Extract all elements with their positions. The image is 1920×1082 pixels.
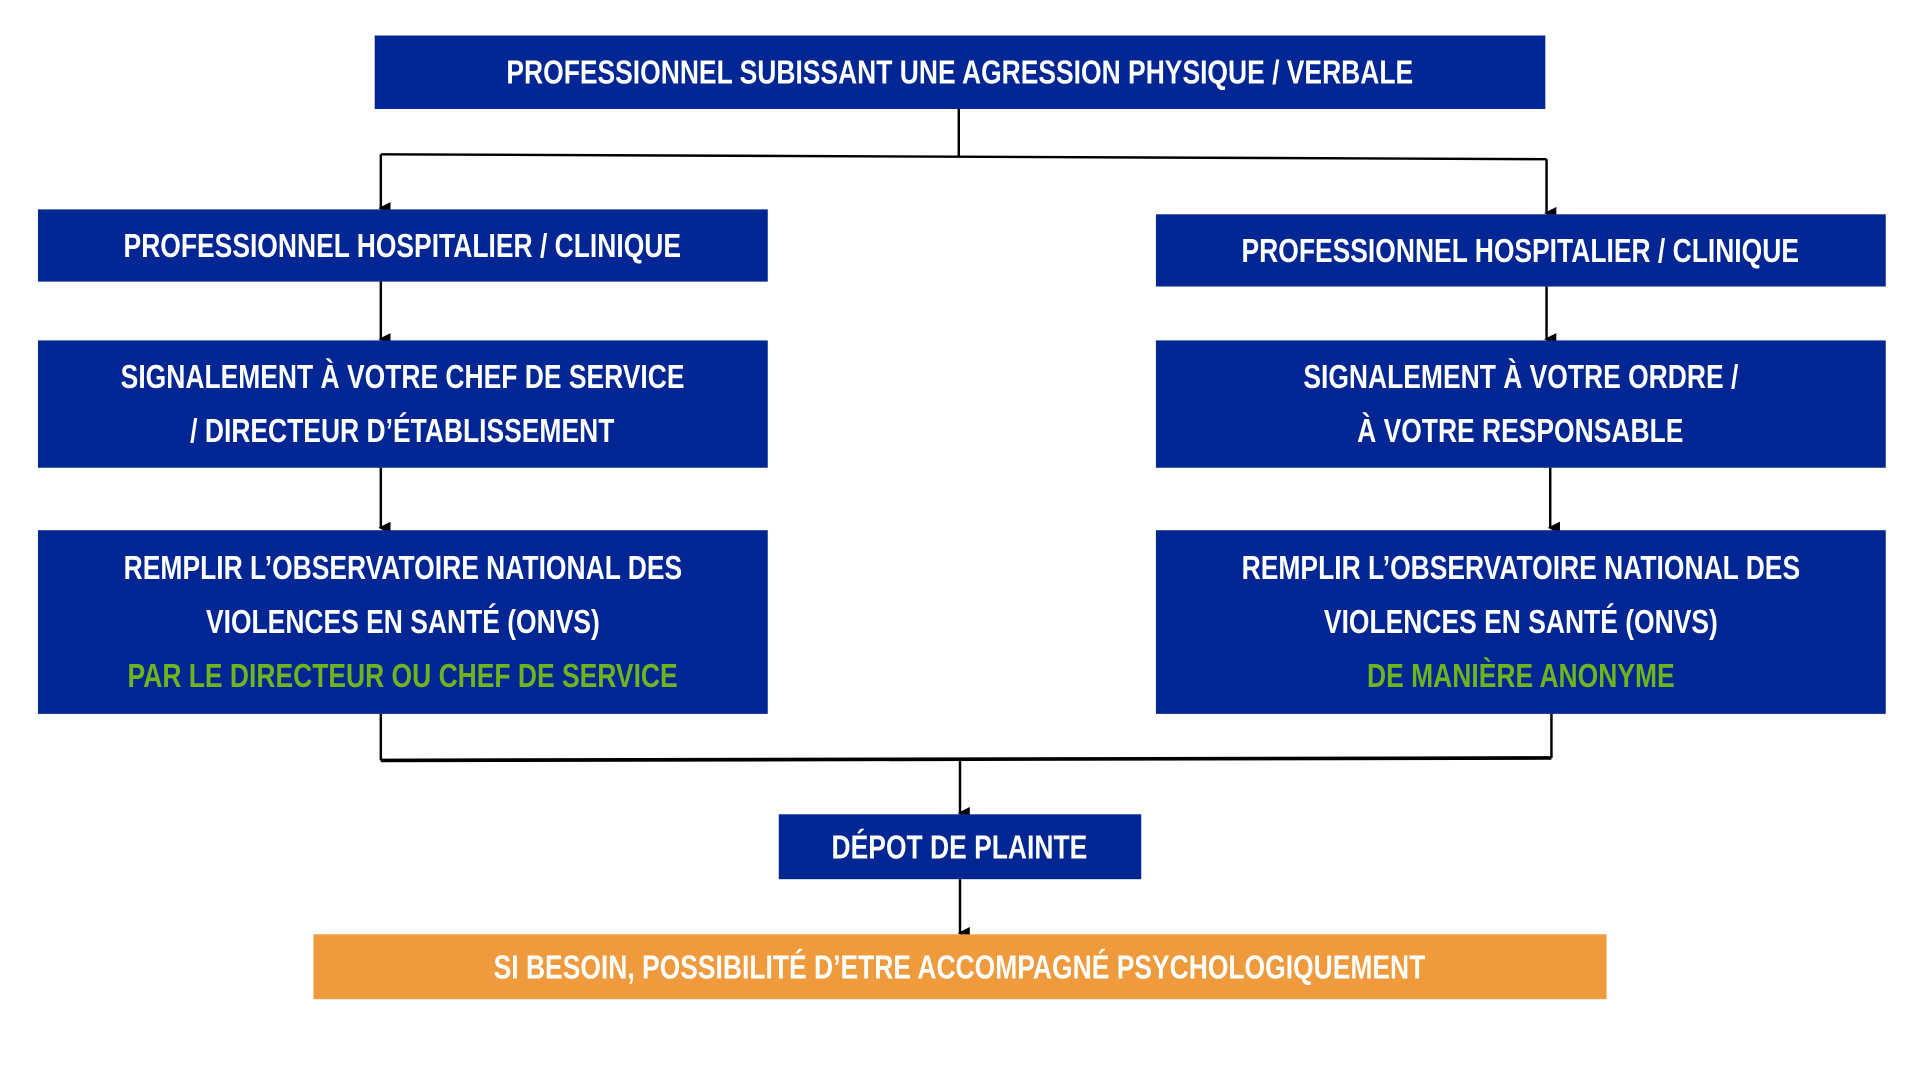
right-step3-line2: VIOLENCES EN SANTÉ (ONVS) [1323,603,1718,641]
right-step2-line1: SIGNALEMENT À VOTRE ORDRE / [1303,358,1739,396]
left-step2-line1: SIGNALEMENT À VOTRE CHEF DE SERVICE [120,358,685,396]
left-step1-box: PROFESSIONNEL HOSPITALIER / CLINIQUE [37,209,768,282]
final-label: SI BESOIN, POSSIBILITÉ D’ETRE ACCOMPAGNÉ… [494,948,1426,986]
merge-box: DÉPOT DE PLAINTE [778,814,1142,880]
left-step3-highlight: PAR LE DIRECTEUR OU CHEF DE SERVICE [127,657,678,695]
left-step3-line2: VIOLENCES EN SANTÉ (ONVS) [205,603,600,641]
right-step1-label: PROFESSIONNEL HOSPITALIER / CLINIQUE [1242,232,1800,269]
right-step2-line2: À VOTRE RESPONSABLE [1357,412,1684,450]
right-step1-box: PROFESSIONNEL HOSPITALIER / CLINIQUE [1155,214,1886,287]
merge-label: DÉPOT DE PLAINTE [832,828,1088,866]
left-step3-line1: REMPLIR L’OBSERVATOIRE NATIONAL DES [123,549,683,587]
root-box: PROFESSIONNEL SUBISSANT UNE AGRESSION PH… [374,35,1546,109]
right-step3-box: REMPLIR L’OBSERVATOIRE NATIONAL DES VIOL… [1155,530,1886,714]
left-step2-line2: / DIRECTEUR D’ÉTABLISSEMENT [190,412,615,450]
root-label: PROFESSIONNEL SUBISSANT UNE AGRESSION PH… [506,53,1414,91]
left-step3-box: REMPLIR L’OBSERVATOIRE NATIONAL DES VIOL… [37,530,768,714]
left-step2-box: SIGNALEMENT À VOTRE CHEF DE SERVICE / DI… [37,340,768,468]
right-step3-line1: REMPLIR L’OBSERVATOIRE NATIONAL DES [1241,549,1801,587]
right-step3-highlight: DE MANIÈRE ANONYME [1367,657,1675,695]
left-step1-label: PROFESSIONNEL HOSPITALIER / CLINIQUE [124,227,682,264]
final-box: SI BESOIN, POSSIBILITÉ D’ETRE ACCOMPAGNÉ… [313,934,1607,1000]
right-step2-box: SIGNALEMENT À VOTRE ORDRE / À VOTRE RESP… [1155,340,1886,468]
